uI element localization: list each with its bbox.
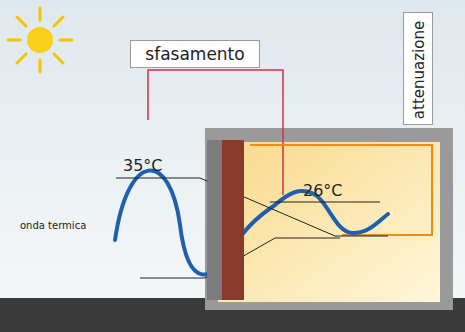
temperature-outside: 35°C [123,156,163,175]
thermal-wave [115,170,388,274]
building-shell [205,128,453,310]
temperature-inside: 26°C [303,181,343,200]
wall-brick-layer [222,140,244,300]
wall-outer-layer [207,140,222,300]
box-label: attenuazione [410,20,428,118]
reference-lines [116,178,388,278]
box-label: sfasamento [145,44,245,64]
attenuation-bracket [250,145,432,235]
wave-label: onda termica [20,220,86,232]
phase-shift-box: sfasamento [130,40,260,68]
attenuation-box: attenuazione [403,12,433,125]
sun [8,8,72,72]
